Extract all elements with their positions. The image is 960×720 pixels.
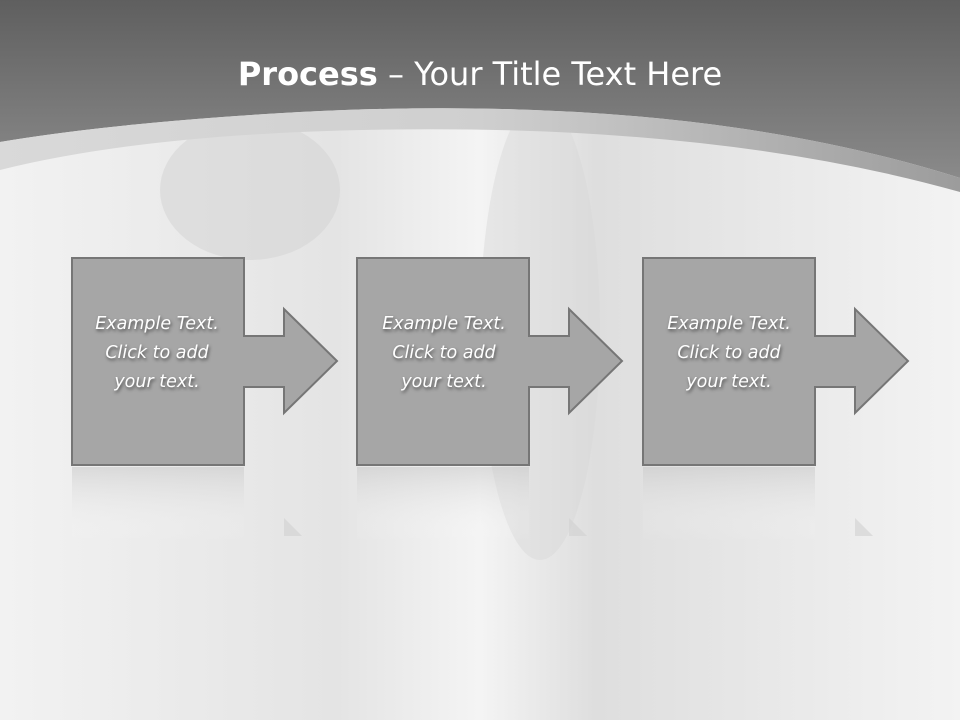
step-text-line: Example Text.: [95, 314, 219, 334]
reflection-arrow-tip: [284, 518, 302, 536]
process-step-2-shape: [356, 257, 624, 466]
step-text-line: Example Text.: [667, 314, 791, 334]
step-2-text: Example Text. Click to add your text.: [357, 310, 531, 397]
process-step-3-shape: [642, 257, 910, 466]
process-step-1-shape: [71, 257, 339, 466]
reflection-arrow-tip: [569, 518, 587, 536]
process-step-2-reflection: [357, 467, 587, 542]
reflection-box: [643, 467, 815, 542]
reflection-arrow-tip: [855, 518, 873, 536]
step-text-line: Click to add: [392, 343, 496, 363]
process-step-1-reflection: [72, 467, 302, 542]
title-bold-word: Process: [237, 55, 378, 93]
step-text-line: your text.: [401, 372, 487, 392]
soft-shadow-shape: [160, 120, 340, 260]
step-text-line: Click to add: [677, 343, 781, 363]
slide-title: Process – Your Title Text Here: [0, 52, 960, 96]
reflection-box: [357, 467, 529, 542]
header-band: [0, 0, 960, 178]
step-text-line: Example Text.: [382, 314, 506, 334]
step-text-line: Click to add: [105, 343, 209, 363]
title-rest: – Your Title Text Here: [377, 55, 723, 93]
reflection-box: [72, 467, 244, 542]
step-1-text: Example Text. Click to add your text.: [70, 310, 244, 397]
process-shapes: [71, 257, 910, 542]
step-text-line: your text.: [686, 372, 772, 392]
step-3-text: Example Text. Click to add your text.: [642, 310, 816, 397]
step-text-line: your text.: [114, 372, 200, 392]
process-step-3-reflection: [643, 467, 873, 542]
header-swoosh: [0, 108, 960, 192]
